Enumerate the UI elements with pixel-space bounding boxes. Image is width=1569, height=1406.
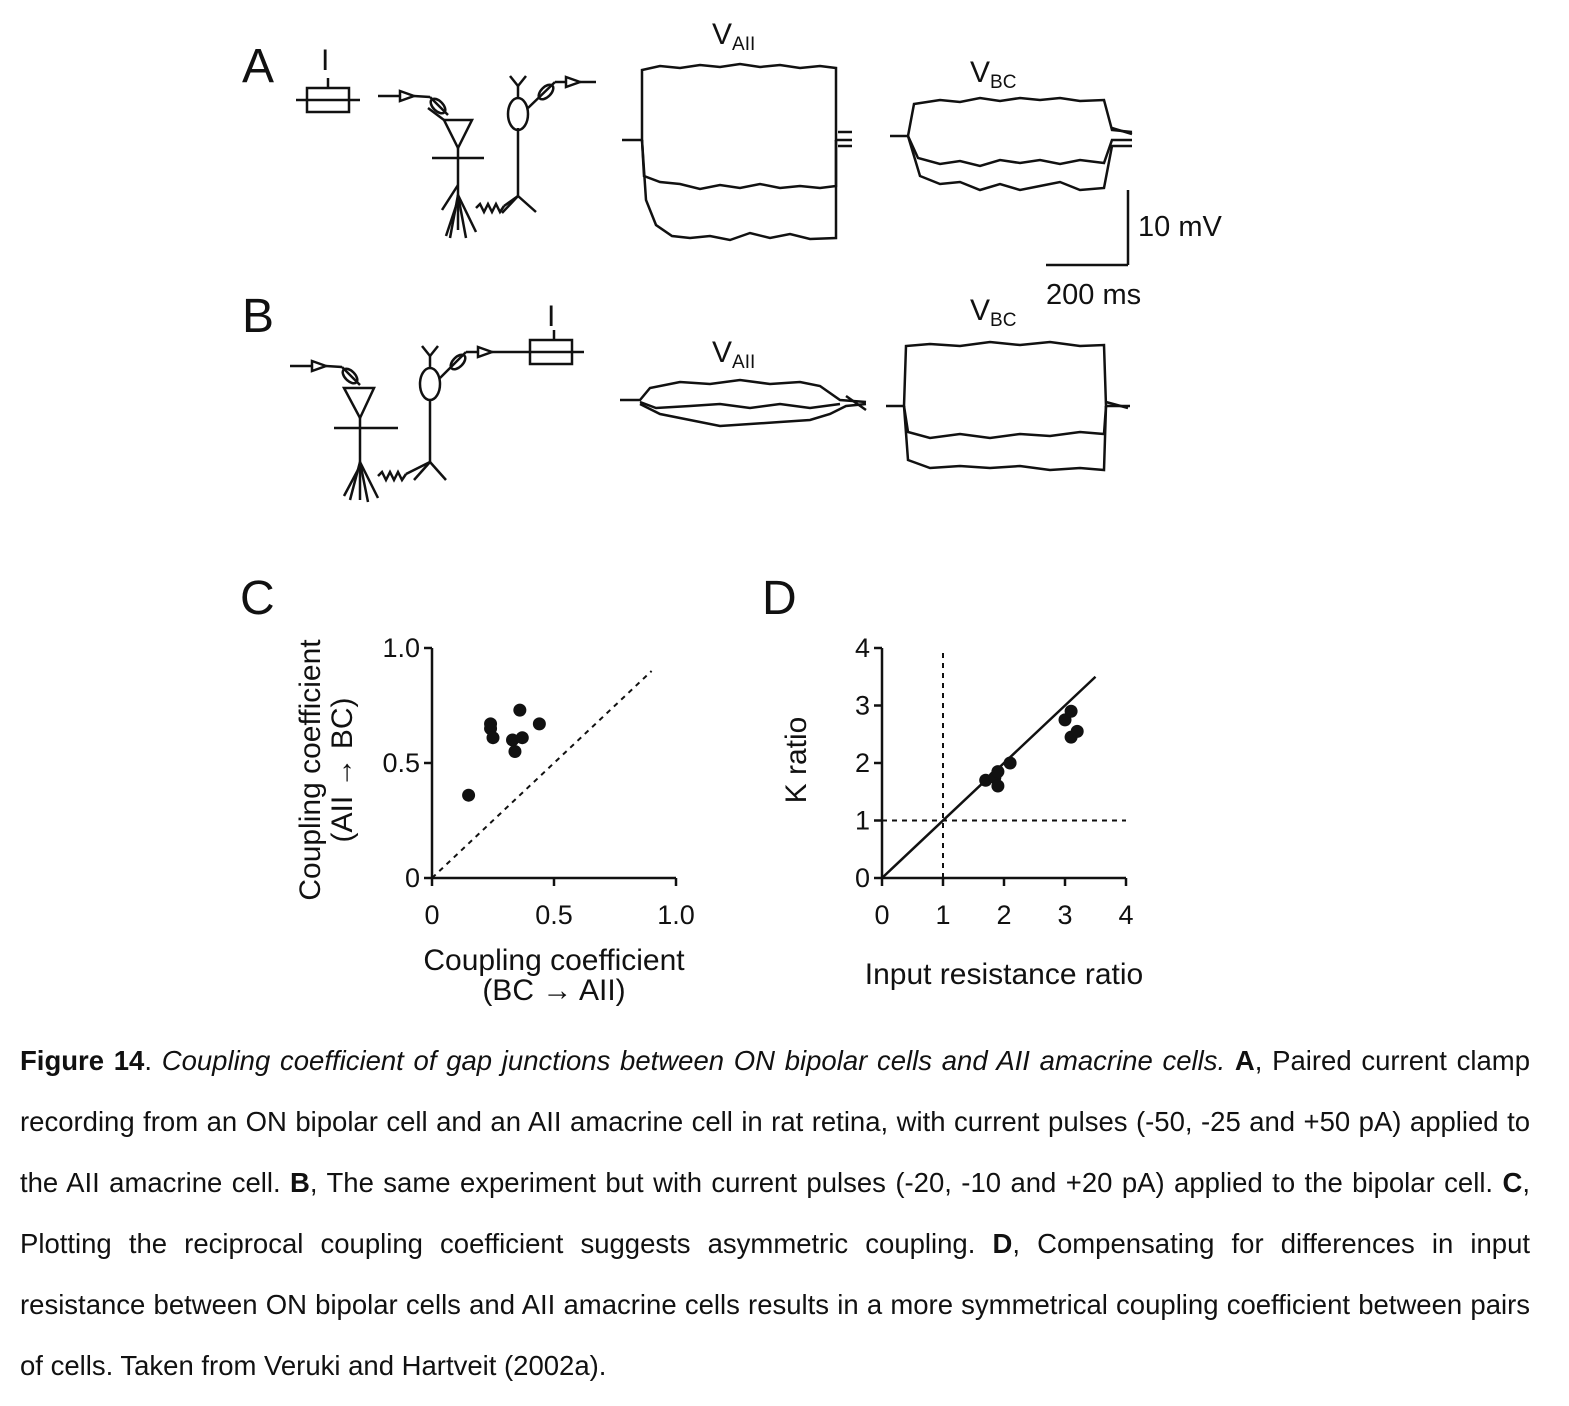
data-point-c xyxy=(506,733,520,747)
x-tick-label-d: 4 xyxy=(1118,900,1133,930)
caption-title: Coupling coefficient of gap junctions be… xyxy=(161,1045,1226,1076)
y-tick-label-d: 1 xyxy=(855,806,870,836)
trace-label-vaii-a: VAII xyxy=(712,18,755,55)
x-tick-label-d: 1 xyxy=(935,900,950,930)
x-tick-label-d: 2 xyxy=(996,900,1011,930)
y-tick-label-d: 0 xyxy=(855,863,870,893)
data-point-c xyxy=(532,717,546,731)
stimulus-label-b: I xyxy=(547,300,555,333)
x-tick-label-c: 0 xyxy=(424,900,439,930)
caption-text-b: , The same experiment but with current p… xyxy=(309,1167,1503,1198)
data-point-d xyxy=(991,779,1005,793)
y-tick-label-d: 3 xyxy=(855,691,870,721)
data-point-d xyxy=(1064,704,1078,718)
x-axis-subtitle-c: (BC → AII) xyxy=(482,974,625,1007)
x-tick-label-c: 1.0 xyxy=(657,900,695,930)
cell-pair-schematic-a xyxy=(378,75,596,239)
stimulus-label-a: I xyxy=(321,44,329,77)
x-tick-label-d: 3 xyxy=(1057,900,1072,930)
scale-bar-time-label: 200 ms xyxy=(1046,279,1141,311)
x-axis-title-d: Input resistance ratio xyxy=(865,958,1143,991)
caption-ref-c: C xyxy=(1502,1167,1523,1198)
scale-bar xyxy=(1046,190,1130,267)
y-tick-label-c: 0 xyxy=(405,863,420,893)
caption-separator: . xyxy=(144,1045,162,1076)
data-point-c xyxy=(515,731,529,745)
y-tick-label-c: 0.5 xyxy=(382,748,420,778)
caption-ref-b: B xyxy=(290,1167,310,1198)
scale-bar-voltage-label: 10 mV xyxy=(1138,211,1222,243)
stimulator-icon-b xyxy=(522,330,584,366)
y-tick-label-d: 2 xyxy=(855,748,870,778)
trace-vbc-b xyxy=(886,340,1130,472)
trace-vaii-b xyxy=(620,378,867,428)
data-point-c xyxy=(462,788,476,802)
cell-pair-schematic-b xyxy=(290,345,522,503)
trace-label-vbc-b: VBC xyxy=(970,294,1016,331)
panel-letter-a: A xyxy=(242,40,274,93)
x-tick-label-c: 0.5 xyxy=(535,900,573,930)
figure-caption: Figure 14. Coupling coefficient of gap j… xyxy=(20,1030,1530,1396)
panel-letter-c: C xyxy=(240,572,275,625)
trace-label-vaii-b: VAII xyxy=(712,336,755,373)
data-point-c xyxy=(513,703,527,717)
data-point-d xyxy=(1003,756,1017,770)
panel-letter-d: D xyxy=(762,572,797,625)
panel-a: A I xyxy=(242,18,1222,311)
caption-text-c: , Plotting the reciprocal coupling coeff… xyxy=(20,1167,1531,1259)
unity-line-c xyxy=(431,670,653,879)
panel-letter-b: B xyxy=(242,290,274,343)
caption-ref-a: A xyxy=(1234,1045,1255,1076)
y-tick-label-c: 1.0 xyxy=(382,633,420,663)
y-tick-label-d: 4 xyxy=(855,633,870,663)
stimulator-icon xyxy=(296,78,360,114)
trace-vbc-a xyxy=(890,96,1133,192)
data-point-d xyxy=(1070,724,1084,738)
y-axis-title-d: K ratio xyxy=(780,717,813,804)
y-axis-title-c: Coupling coefficient xyxy=(294,639,327,901)
trace-vaii-a xyxy=(622,62,852,242)
panel-b: B xyxy=(242,290,1130,503)
data-point-c xyxy=(486,731,500,745)
caption-figure-number: Figure 14 xyxy=(20,1045,145,1076)
caption-text-a: , Paired current clamp recording from an… xyxy=(20,1045,1531,1198)
caption-text-d: , Compensating for differences in input … xyxy=(20,1228,1530,1381)
data-point-d xyxy=(991,765,1005,779)
x-axis-title-c: Coupling coefficient xyxy=(423,944,685,977)
trace-label-vbc-a: VBC xyxy=(970,56,1016,93)
caption-ref-d: D xyxy=(992,1228,1013,1259)
data-point-c xyxy=(508,745,522,758)
x-tick-label-d: 0 xyxy=(874,900,889,930)
figure-14: A I xyxy=(240,18,1222,1007)
y-axis-subtitle-c: (AII → BC) xyxy=(326,697,359,842)
